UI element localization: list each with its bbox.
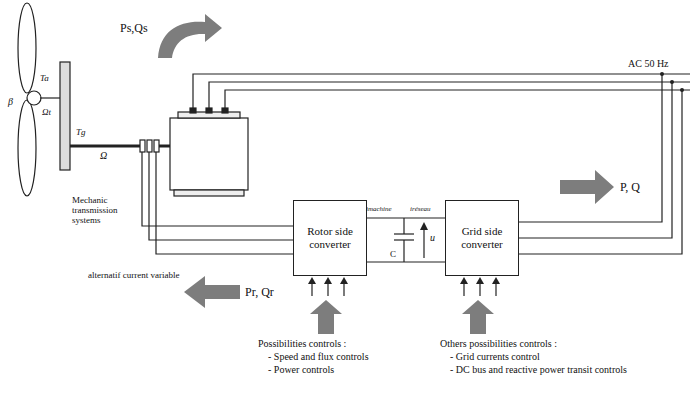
converter-box: Grid side converter xyxy=(445,200,519,276)
control-note: Possibilities controls : xyxy=(258,338,346,349)
component-label: C xyxy=(390,250,396,260)
control-note: - Grid currents control xyxy=(450,351,540,362)
control-note: - DC bus and reactive power transit cont… xyxy=(450,364,627,375)
converter-box: Rotor side converter xyxy=(293,200,367,276)
torque-label: Tg xyxy=(76,128,86,138)
box-label: Grid side converter xyxy=(446,221,518,254)
control-note: - Speed and flux controls xyxy=(268,351,369,362)
current-label: imachine xyxy=(366,206,392,214)
current-label: iréseau xyxy=(410,206,431,214)
control-note: - Power controls xyxy=(268,364,334,375)
speed-label: Ωt xyxy=(42,108,51,118)
box-label: Rotor side converter xyxy=(294,221,366,254)
voltage-label: u xyxy=(430,232,435,243)
dc-bus-line xyxy=(367,217,445,218)
note-text: alternatif current variable xyxy=(88,271,179,281)
power-label: P, Q xyxy=(620,181,640,194)
power-label: Ps,Qs xyxy=(120,22,148,35)
note-text: Mechanic transmission systems xyxy=(72,196,142,226)
power-label: Pr, Qr xyxy=(245,286,274,299)
grid-label: AC 50 Hz xyxy=(628,58,669,69)
speed-label: Ω xyxy=(100,150,107,161)
control-note: Others possibilities controls : xyxy=(440,338,557,349)
pitch-label: β xyxy=(8,96,13,107)
torque-label: Ta xyxy=(40,74,49,84)
